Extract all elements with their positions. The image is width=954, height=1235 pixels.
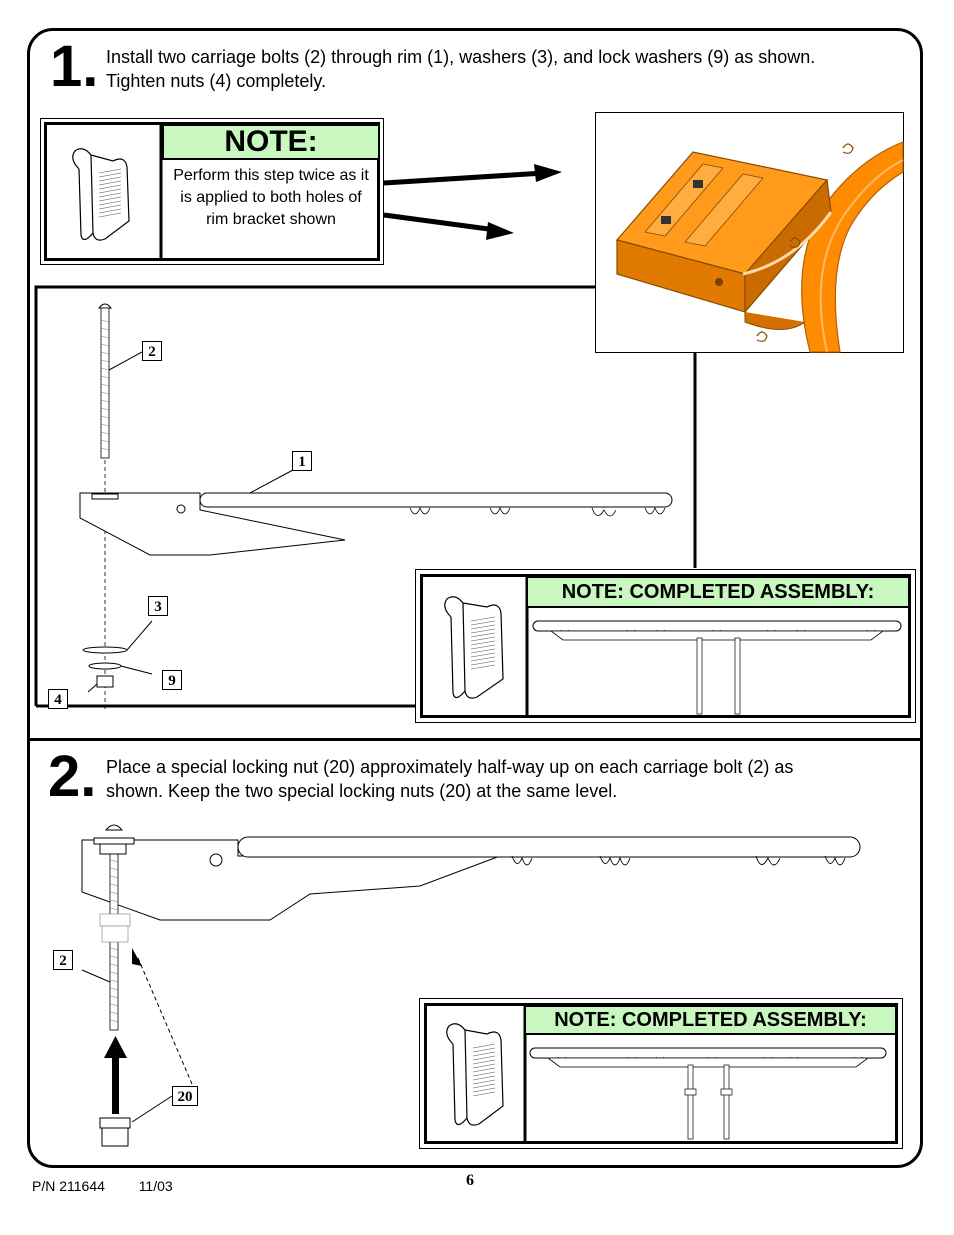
- callout-locking-nut-20: 20: [172, 1086, 198, 1106]
- manual-icon: [72, 125, 163, 259]
- step-1-exploded-view: [79, 303, 673, 710]
- step-1-line-1: Install two carriage bolts (2) through r…: [106, 47, 816, 67]
- rim-bracket-illustration: [595, 112, 904, 353]
- callout-nut-4: 4: [48, 689, 68, 709]
- callout-bolt-2: 2: [142, 341, 162, 361]
- step-2-number: 2.: [48, 744, 97, 809]
- footer-part-info: P/N 211644 11/03: [32, 1178, 173, 1194]
- note-header: NOTE:: [162, 124, 380, 160]
- completed-assembly-illustration: [529, 1047, 887, 1140]
- callout-lock-washer-9: 9: [162, 670, 182, 690]
- callout-rim-1: 1: [292, 451, 312, 471]
- revision-date: 11/03: [138, 1178, 173, 1194]
- step-2-diagram: [81, 824, 861, 1147]
- page-frame: [27, 28, 923, 1168]
- pointer-arrows: [383, 164, 562, 240]
- step-2-line-2: shown. Keep the two special locking nuts…: [106, 781, 618, 801]
- step-1-line-2: Tighten nuts (4) completely.: [106, 71, 327, 91]
- callout-bolt-2: 2: [53, 950, 73, 970]
- page-number: 6: [466, 1172, 474, 1189]
- completed-assembly-header: NOTE: COMPLETED ASSEMBLY:: [524, 1005, 897, 1035]
- note-body: Perform this step twice as it is applied…: [173, 167, 369, 228]
- step-1-diagram-frame: [34, 285, 697, 708]
- completed-assembly-box-1: NOTE: COMPLETED ASSEMBLY:: [415, 569, 916, 723]
- part-number: P/N 211644: [32, 1178, 105, 1194]
- manual-icon: [446, 1006, 527, 1141]
- manual-icon: [444, 577, 529, 715]
- completed-assembly-illustration: [532, 620, 902, 715]
- completed-assembly-header: NOTE: COMPLETED ASSEMBLY:: [526, 576, 910, 608]
- completed-assembly-box-2: NOTE: COMPLETED ASSEMBLY:: [419, 998, 903, 1149]
- note-box: NOTE: Perform this step twice as it is a…: [40, 118, 384, 265]
- step-2-instructions: Place a special locking nut (20) approxi…: [106, 755, 793, 803]
- step-1-number: 1.: [50, 34, 99, 99]
- step-divider: [27, 738, 923, 741]
- step-1-instructions: Install two carriage bolts (2) through r…: [106, 45, 815, 93]
- step-2-line-1: Place a special locking nut (20) approxi…: [106, 757, 794, 777]
- callout-washer-3: 3: [148, 596, 168, 616]
